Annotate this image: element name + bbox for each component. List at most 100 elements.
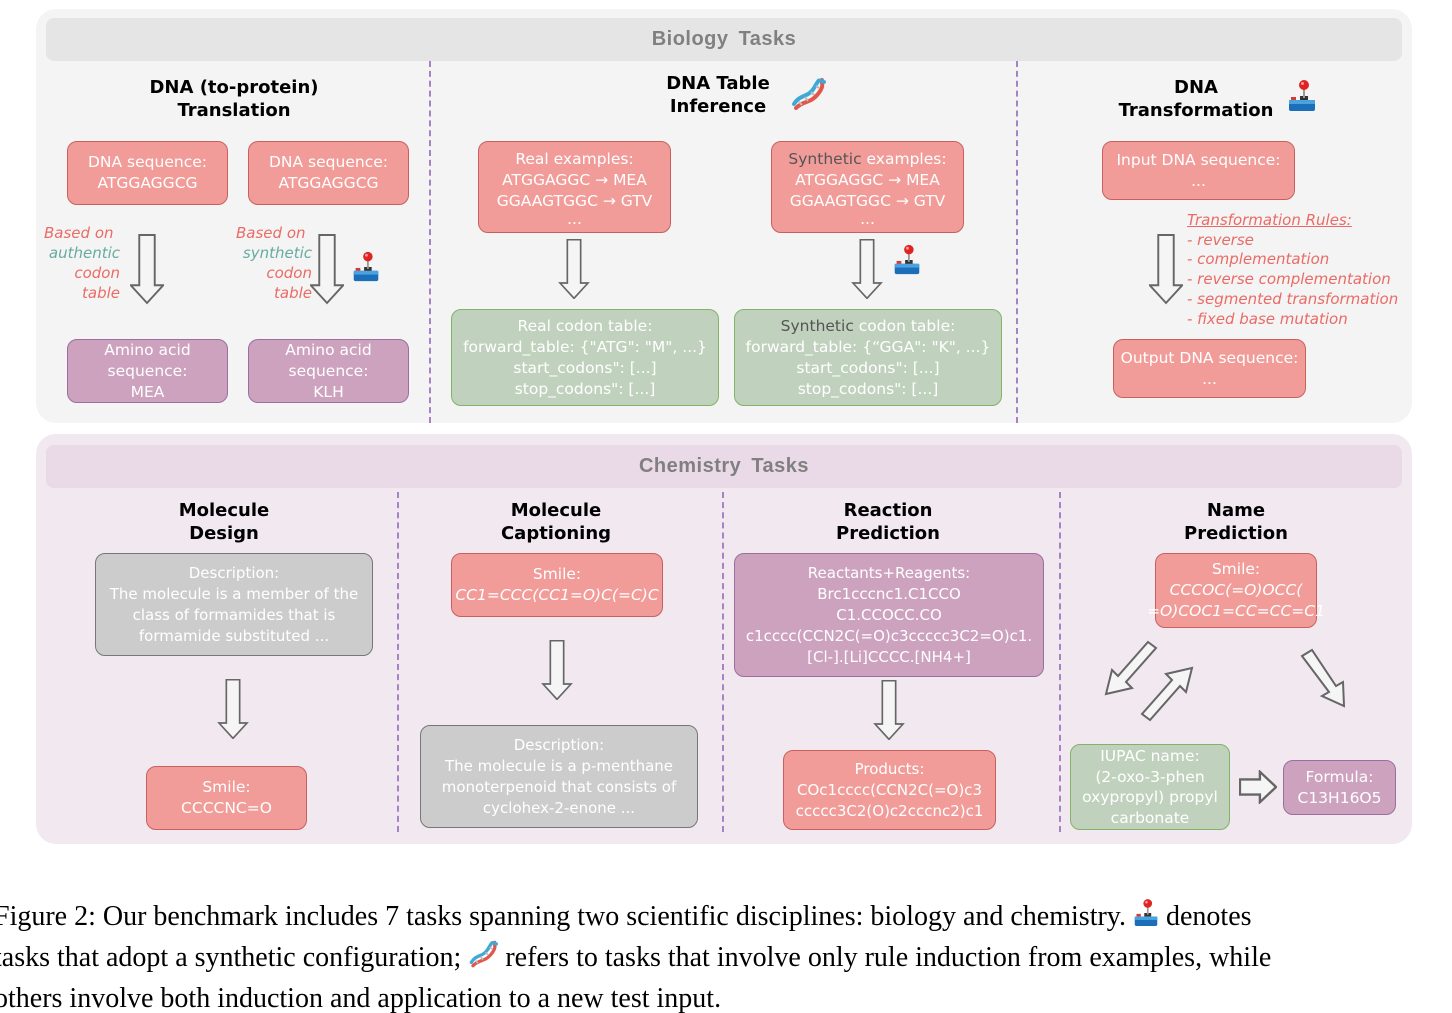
reactants-box: Reactants+Reagents: Brc1cccnc1.C1CCO C1.… (734, 553, 1044, 677)
box-label: Smile: (1211, 560, 1261, 578)
synthetic-examples-box: Synthetic examples: ATGGAGGC → MEA GGAAG… (771, 141, 964, 233)
title-line: Prediction (836, 523, 940, 544)
divider (1016, 61, 1018, 423)
table-line: stop_codons": [...] (797, 379, 939, 398)
divider (429, 61, 431, 423)
title-line: Translation (177, 100, 291, 121)
down-arrow-icon (540, 640, 574, 700)
note-line: table (274, 284, 312, 302)
divider (722, 492, 724, 832)
rule-item: - reverse (1187, 230, 1254, 249)
caption-line: tasks that adopt a synthetic configurati… (0, 937, 1452, 978)
joystick-icon (891, 243, 923, 277)
box-value: ATGGAGGCG (97, 174, 198, 192)
diagonal-arrow-icon (1104, 640, 1158, 696)
diagonal-arrow-icon (1300, 648, 1346, 708)
synthetic-codon-table-box: Synthetic codon table: forward_table: {“… (734, 309, 1002, 406)
chemistry-header: Chemistry Tasks (46, 445, 1402, 488)
down-arrow-icon (850, 239, 884, 299)
caption-line: others involve both induction and applic… (0, 983, 722, 1013)
products-box: Products: COc1cccc(CCN2C(=O)c3 ccccc3C2(… (783, 750, 996, 830)
title-line: Molecule (510, 500, 602, 521)
description-line: formamide substituted ... (138, 626, 330, 645)
box-label: Products: (854, 759, 925, 778)
box-label: Formula: (1305, 767, 1374, 786)
box-label: Synthetic examples: (788, 149, 946, 170)
example-line: GGAAGTGGC → GTV (496, 191, 653, 210)
description-line: The molecule is a member of the (109, 584, 359, 603)
name-line: (2-oxo-3-phen (1095, 767, 1205, 786)
box-value: C13H16O5 (1297, 788, 1382, 807)
task-title: Molecule Captioning (501, 499, 611, 545)
title-line: Captioning (500, 523, 612, 544)
box-value: CCCCNC=O (181, 799, 272, 817)
synthetic-codon-note: Based on synthetic codon table (236, 223, 312, 303)
name-line: carbonate (1110, 808, 1190, 827)
ellipsis: ... (567, 209, 582, 228)
rules-title: Transformation Rules: (1187, 211, 1352, 229)
description-line: monoterpenoid that consists of (441, 777, 677, 796)
down-arrow-icon (557, 239, 591, 299)
example-line: GGAAGTGGC → GTV (789, 191, 946, 210)
smiles-line: CCCOC(=O)OCC( (1169, 581, 1303, 599)
joystick-icon (1133, 897, 1159, 929)
title-line: DNA (1174, 77, 1218, 98)
box-label: IUPAC name: (1100, 747, 1200, 765)
box-label: Real examples: (515, 149, 634, 168)
smiles-line: =O)COC1=CC=CC=C1 (1147, 602, 1325, 620)
box-label: sequence: (107, 361, 188, 380)
title-line: Transformation (1118, 100, 1274, 121)
table-line: start_codons": [...] (796, 358, 940, 377)
iupac-name-box: IUPAC name: (2-oxo-3-phen oxypropyl) pro… (1070, 744, 1230, 830)
title-line: Inference (669, 96, 767, 117)
box-value: KLH (313, 382, 344, 401)
smiles-line: c1cccc(CCN2C(=O)c3ccccc3C2=O)c1. (745, 626, 1033, 645)
caption-text: refers to tasks that involve only rule i… (498, 942, 1272, 973)
box-label: Output DNA sequence: (1120, 348, 1299, 367)
title-line: Design (189, 523, 259, 544)
diagonal-arrow-icon (1140, 666, 1194, 722)
authentic-codon-note: Based on authentic codon table (44, 223, 120, 303)
caption-text: Figure 2: Our benchmark includes 7 tasks… (0, 901, 1133, 932)
caption-text: denotes (1158, 901, 1252, 932)
smile-box: Smile: CC1=CCC(CC1=O)C(=C)C (451, 553, 663, 617)
box-label: Synthetic codon table: (781, 316, 956, 337)
rule-item: - fixed base mutation (1187, 309, 1348, 328)
table-line: forward_table: {"ATG": "M", ...} (463, 337, 707, 356)
rule-item: - reverse complementation (1187, 270, 1391, 289)
down-arrow-icon (1149, 224, 1183, 314)
box-label: Description: (188, 563, 280, 582)
box-value: ... (1191, 171, 1206, 190)
dna-icon (468, 938, 498, 970)
note-line: codon (266, 264, 312, 282)
description-box: Description: The molecule is a p-menthan… (420, 725, 698, 828)
note-line: codon (74, 264, 120, 282)
title-line: Molecule (178, 500, 270, 521)
down-arrow-icon (130, 224, 164, 314)
rule-item: - segmented transformation (1187, 289, 1399, 308)
divider (1059, 492, 1061, 832)
right-arrow-icon (1239, 770, 1277, 804)
box-label: Amino acid (104, 340, 191, 359)
figure-caption: Figure 2: Our benchmark includes 7 tasks… (0, 896, 1452, 1013)
synthetic-word: Synthetic (788, 149, 862, 168)
ellipsis: ... (860, 209, 875, 228)
title-line: Reaction (843, 500, 933, 521)
box-label: DNA sequence: (88, 153, 207, 171)
down-arrow-icon (872, 680, 906, 740)
task-title: Name Prediction (1184, 499, 1288, 545)
smiles-line: C1.CCOCC.CO (836, 605, 942, 624)
box-label: Smile: (202, 778, 251, 796)
biology-header: Biology Tasks (46, 18, 1402, 61)
box-value: CC1=CCC(CC1=O)C(=C)C (455, 586, 659, 604)
smiles-line: [Cl-].[Li]CCCC.[NH4+] (807, 647, 971, 666)
table-line: start_codons": [...] (513, 358, 657, 377)
real-codon-table-box: Real codon table: forward_table: {"ATG":… (451, 309, 719, 406)
output-dna-box: Output DNA sequence: ... (1113, 339, 1306, 398)
box-value: ATGGAGGCG (278, 174, 379, 192)
down-arrow-icon (310, 224, 344, 314)
task-title: DNA Transformation (1119, 76, 1274, 122)
note-line: synthetic (242, 244, 312, 262)
box-value: MEA (130, 382, 165, 401)
amino-acid-box: Amino acid sequence: MEA (67, 339, 228, 403)
